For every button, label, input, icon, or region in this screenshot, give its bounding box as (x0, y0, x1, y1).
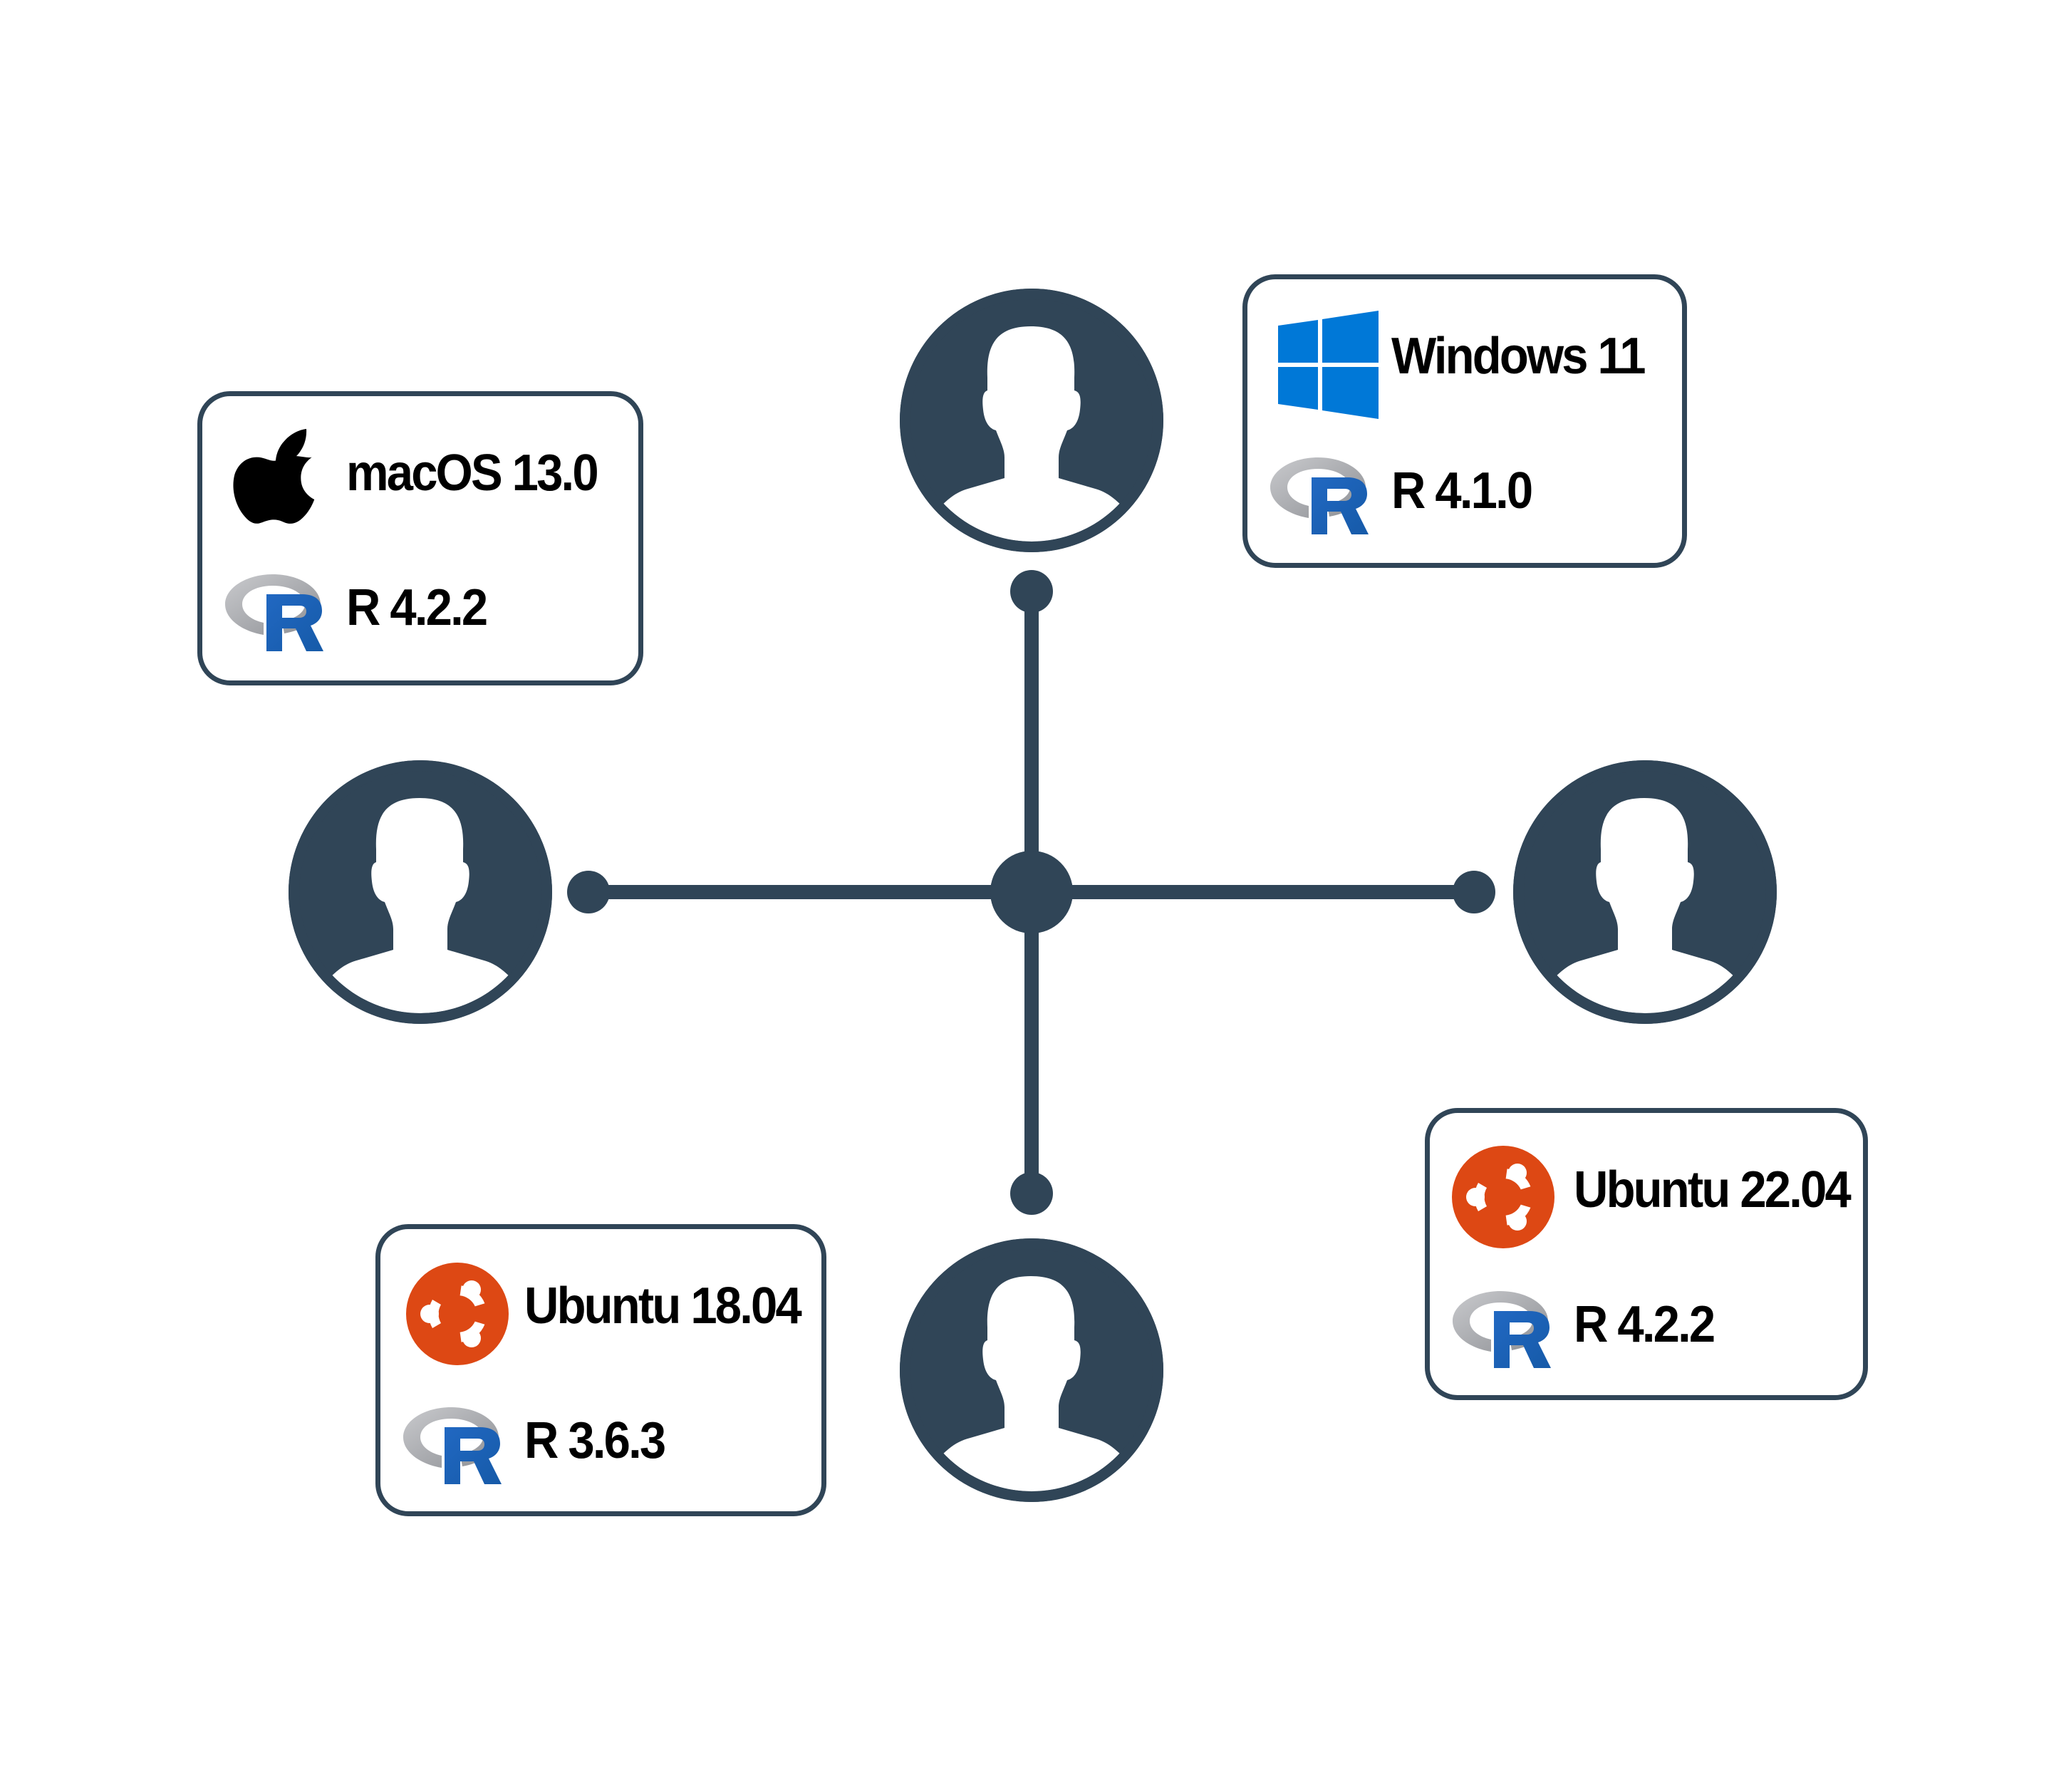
os-version-label: macOS 13.0 (346, 445, 599, 502)
r-logo-icon (403, 1407, 502, 1484)
endpoint-right (1453, 871, 1495, 913)
r-version-label: R 4.2.2 (1574, 1296, 1715, 1353)
environment-card-macos: macOS 13.0 R 4.2.2 (197, 391, 643, 685)
environment-card-windows: Windows 11 R 4.1.0 (1242, 274, 1687, 568)
user-avatar-right (1502, 760, 1787, 1035)
environment-card-ubuntu-18: Ubuntu 18.04 R 3.6.3 (375, 1224, 826, 1516)
r-logo-icon (225, 574, 323, 651)
os-version-label: Ubuntu 22.04 (1574, 1161, 1852, 1218)
r-version-label: R 3.6.3 (524, 1412, 666, 1469)
r-logo-icon (1270, 457, 1369, 534)
user-avatar-bottom (889, 1238, 1174, 1513)
user-avatar-left (278, 760, 563, 1035)
r-version-label: R 4.1.0 (1391, 462, 1533, 519)
user-avatar-top (889, 289, 1174, 563)
ubuntu-logo-icon (406, 1263, 509, 1365)
windows-logo-icon (1278, 311, 1379, 419)
endpoint-left (567, 871, 610, 913)
environment-card-ubuntu-22: Ubuntu 22.04 R 4.2.2 (1425, 1108, 1868, 1400)
r-version-label: R 4.2.2 (346, 579, 488, 636)
central-hub (990, 851, 1073, 933)
endpoint-bottom (1010, 1172, 1053, 1215)
endpoint-top (1010, 570, 1053, 613)
os-version-label: Ubuntu 18.04 (524, 1278, 802, 1335)
apple-logo-icon (233, 429, 315, 524)
ubuntu-logo-icon (1452, 1146, 1554, 1248)
r-logo-icon (1453, 1291, 1551, 1368)
os-version-label: Windows 11 (1391, 328, 1646, 385)
